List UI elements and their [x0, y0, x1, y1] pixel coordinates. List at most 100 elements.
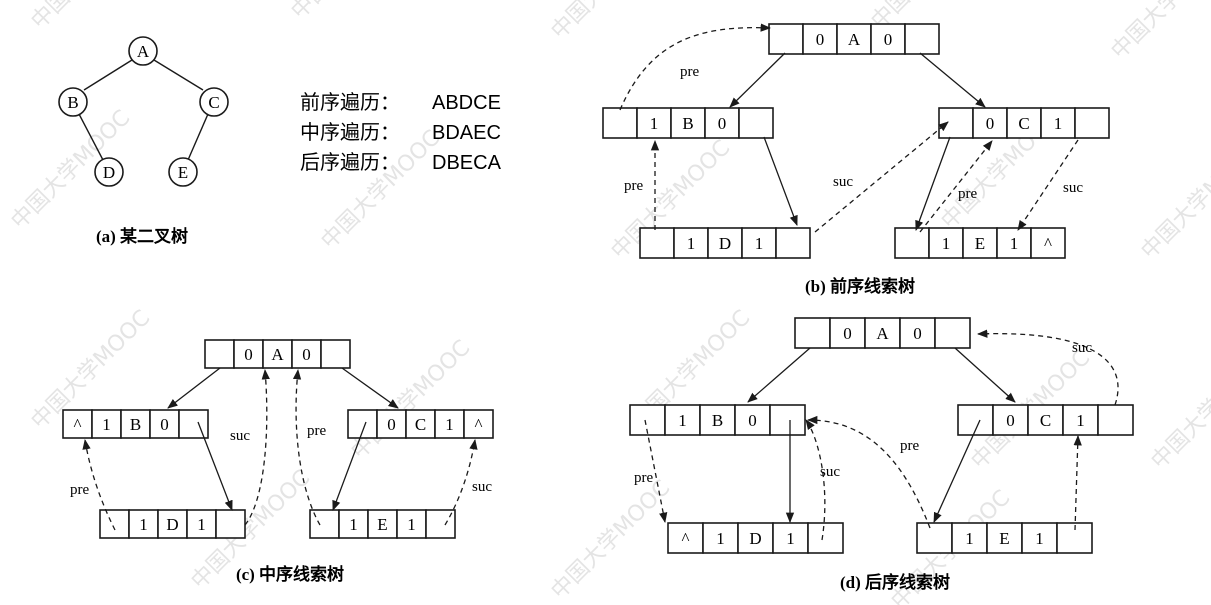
node-field-text: 1 — [716, 529, 725, 548]
data-cell — [986, 522, 1023, 554]
node-field-text: 1 — [786, 529, 795, 548]
right-pointer-cell — [769, 404, 806, 436]
ltag-cell — [928, 227, 964, 259]
node-field-text: C — [415, 415, 426, 434]
ltag-cell — [338, 509, 369, 539]
node-field-text: 1 — [102, 415, 111, 434]
inorder-label: 中序遍历： — [300, 121, 400, 144]
rtag-cell — [772, 522, 809, 554]
rtag-cell — [291, 339, 322, 369]
right-pointer-cell — [463, 409, 494, 439]
right-pointer-cell — [775, 227, 811, 259]
traversal-list: 前序遍历： ABDCE 中序遍历： BDAEC 后序遍历： DBECA — [300, 91, 502, 174]
node-field-text: 0 — [160, 415, 169, 434]
node-field-text: 1 — [1035, 529, 1044, 548]
node-field-text: E — [999, 529, 1009, 548]
tree-node-a: A — [128, 36, 158, 66]
node-field-text: 0 — [816, 30, 825, 49]
node-field-text: D — [719, 234, 731, 253]
watermark-text: 中国大学MOOC — [27, 0, 156, 34]
rtag-cell — [899, 317, 936, 349]
left-pointer-cell — [347, 409, 378, 439]
right-pointer-cell — [1030, 227, 1066, 259]
postorder-value: DBECA — [432, 152, 502, 174]
node-field-text: A — [848, 30, 861, 49]
node-field-text: 0 — [244, 345, 253, 364]
node-field-text: 1 — [445, 415, 454, 434]
thread-label: suc — [472, 479, 492, 495]
rtag-cell — [1040, 107, 1076, 139]
data-cell — [962, 227, 998, 259]
right-pointer-cell — [1074, 107, 1110, 139]
watermark-text: 中国大学MOOC — [1137, 136, 1211, 265]
node-field-text: B — [712, 411, 723, 430]
svg-text:B: B — [67, 93, 78, 112]
rtag-cell — [1062, 404, 1099, 436]
node-field-text: 0 — [986, 114, 995, 133]
watermark-text: 中国大学MOOC — [287, 0, 416, 24]
panel-a-binary-tree: A B C D E (a) 某二叉树 前序遍历： ABDCE 中序遍历： BDA… — [58, 36, 502, 246]
right-pointer-cell — [904, 23, 940, 55]
node-field-text: C — [1018, 114, 1029, 133]
node-field-text: A — [876, 324, 889, 343]
ltag-cell — [91, 409, 122, 439]
node-field-text: 1 — [650, 114, 659, 133]
node-field-text: 0 — [718, 114, 727, 133]
left-pointer-cell — [639, 227, 675, 259]
node-field-text: 0 — [1006, 411, 1015, 430]
node-field-text: 1 — [1054, 114, 1063, 133]
left-pointer-cell — [99, 509, 130, 539]
panel-c-caption: (c) 中序线索树 — [236, 564, 344, 584]
ltag-cell — [128, 509, 159, 539]
node-field-text: 1 — [1010, 234, 1019, 253]
thread-label: suc — [1072, 340, 1092, 356]
panel-a-caption: (a) 某二叉树 — [96, 226, 188, 246]
ltag-cell — [951, 522, 988, 554]
right-pointer-cell — [934, 317, 971, 349]
node-record-d: ^ 1 D 1 — [667, 522, 844, 554]
thread-label: suc — [820, 464, 840, 480]
node-field-text: 1 — [755, 234, 764, 253]
node-field-text: ^ — [74, 415, 82, 434]
svg-text:D: D — [103, 163, 115, 182]
right-pointer-cell — [178, 409, 209, 439]
ltag-cell — [636, 107, 672, 139]
tree-node-c: C — [199, 87, 229, 117]
right-pointer-cell — [807, 522, 844, 554]
rtag-cell — [149, 409, 180, 439]
node-field-text: B — [130, 415, 141, 434]
watermark-text: 中国大学MOOC — [547, 476, 676, 605]
thread-label: pre — [958, 186, 977, 202]
thread-label: suc — [230, 428, 250, 444]
node-field-text: 1 — [407, 515, 416, 534]
node-field-text: D — [749, 529, 761, 548]
node-field-text: C — [1040, 411, 1051, 430]
inorder-value: BDAEC — [432, 122, 501, 144]
node-field-text: ^ — [682, 529, 690, 548]
thread-label: suc — [1063, 180, 1083, 196]
right-pointer-cell — [738, 107, 774, 139]
node-field-text: 1 — [349, 515, 358, 534]
watermark-text: 中国大学MOOC — [317, 126, 446, 255]
data-cell — [737, 522, 774, 554]
data-cell — [699, 404, 736, 436]
thread-label: pre — [70, 482, 89, 498]
postorder-label: 后序遍历： — [300, 151, 400, 174]
panel-b-caption: (b) 前序线索树 — [805, 276, 915, 296]
ltag-cell — [233, 339, 264, 369]
right-pointer-cell — [1097, 404, 1134, 436]
svg-text:C: C — [208, 93, 219, 112]
tree-node-b: B — [58, 87, 88, 117]
